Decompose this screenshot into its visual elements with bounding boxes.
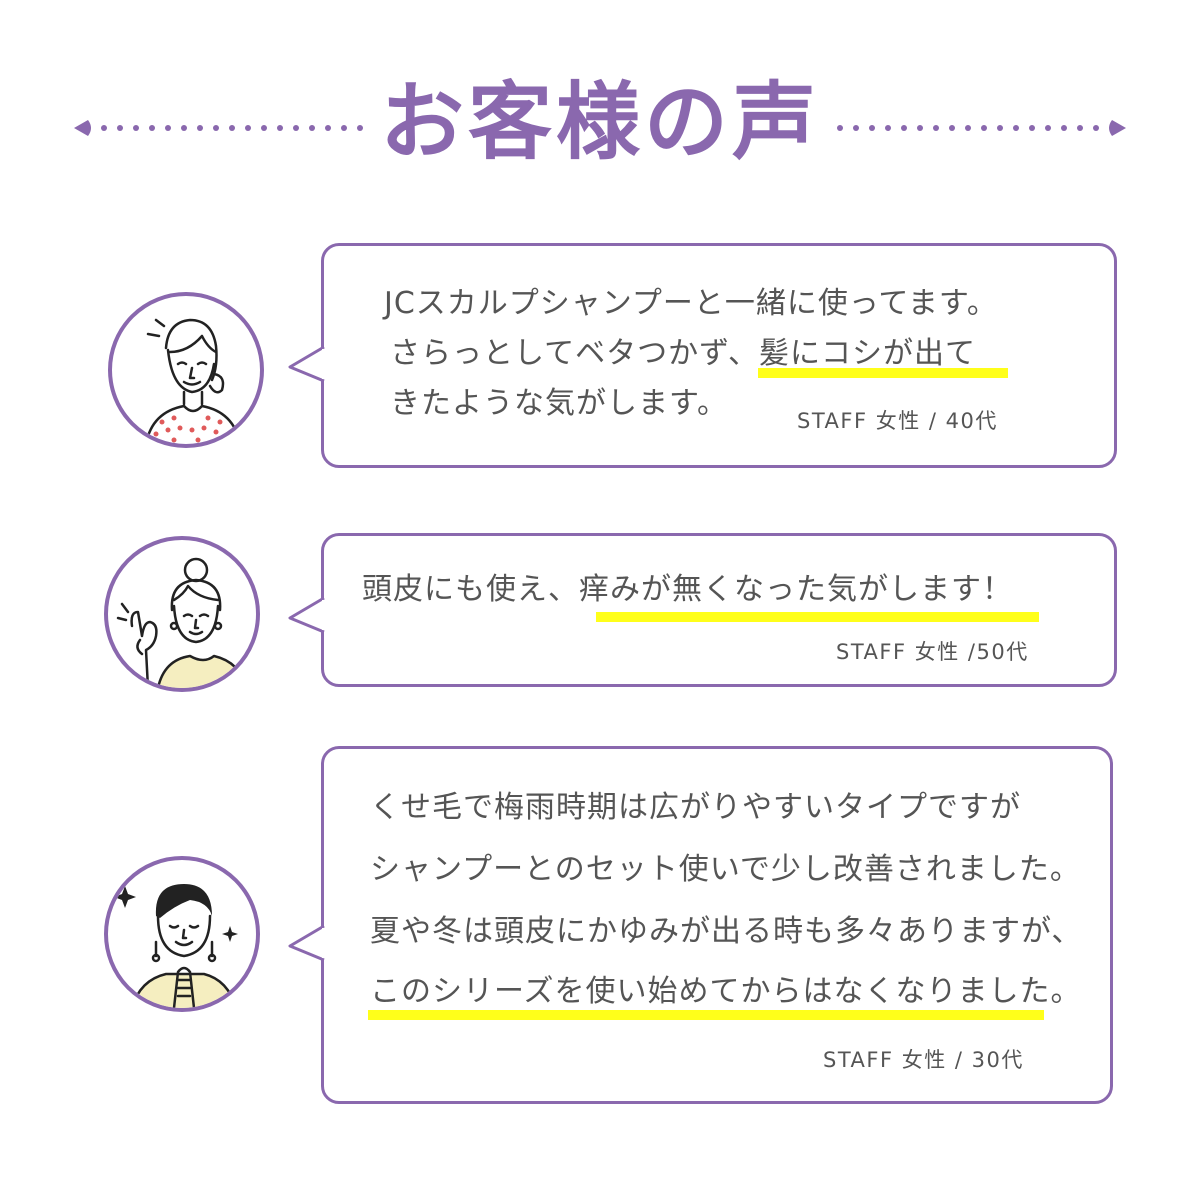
plain-text: さらっとしてベタつかず、 bbox=[390, 336, 759, 371]
testimonial-text-line: きたような気がします。 bbox=[390, 386, 728, 421]
speech-bubble-tail bbox=[288, 596, 328, 634]
highlighted-text: 痒みが無くなった気がします！ bbox=[579, 572, 1013, 607]
highlight-marker bbox=[368, 1010, 1044, 1020]
woman-40s-avatar bbox=[108, 292, 264, 448]
testimonial-text-line: 頭皮にも使え、痒みが無くなった気がします！ bbox=[362, 570, 1013, 610]
highlight-marker bbox=[758, 368, 1008, 378]
testimonial-text-line: このシリーズを使い始めてからはなくなりました。 bbox=[370, 972, 1082, 1012]
testimonial-text-line: さらっとしてベタつかず、髪にコシが出て bbox=[390, 334, 976, 374]
highlighted-text: 髪にコシが出て bbox=[759, 336, 976, 371]
speech-bubble bbox=[321, 746, 1113, 1104]
right-dotted-divider bbox=[837, 120, 1126, 136]
page-title: お客様の声 bbox=[379, 73, 820, 171]
staff-label: STAFF 女性 / 40代 bbox=[797, 409, 998, 433]
speech-bubble bbox=[321, 243, 1117, 468]
plain-text: 頭皮にも使え、 bbox=[362, 572, 579, 607]
speech-bubble bbox=[321, 533, 1117, 687]
speech-bubble-tail bbox=[288, 924, 328, 962]
testimonial-text-line: シャンプーとのセット使いで少し改善されました。 bbox=[370, 852, 1081, 887]
testimonial-text-line: 夏や冬は頭皮にかゆみが出る時も多々ありますが、 bbox=[370, 914, 1083, 949]
left-dotted-divider bbox=[74, 120, 363, 136]
speech-bubble-tail bbox=[288, 345, 328, 383]
testimonial-text-line: くせ毛で梅雨時期は広がりやすいタイプですが bbox=[370, 790, 1021, 825]
highlight-marker bbox=[596, 612, 1039, 622]
staff-label: STAFF 女性 / 30代 bbox=[823, 1048, 1024, 1072]
woman-50s-ok-gesture-avatar bbox=[104, 536, 260, 692]
highlighted-text: このシリーズを使い始めてからはなくなりました。 bbox=[370, 974, 1082, 1009]
woman-30s-sparkle-avatar bbox=[104, 856, 260, 1012]
staff-label: STAFF 女性 /50代 bbox=[836, 640, 1029, 664]
testimonial-text-line: JCスカルプシャンプーと一緒に使ってます。 bbox=[384, 286, 998, 321]
